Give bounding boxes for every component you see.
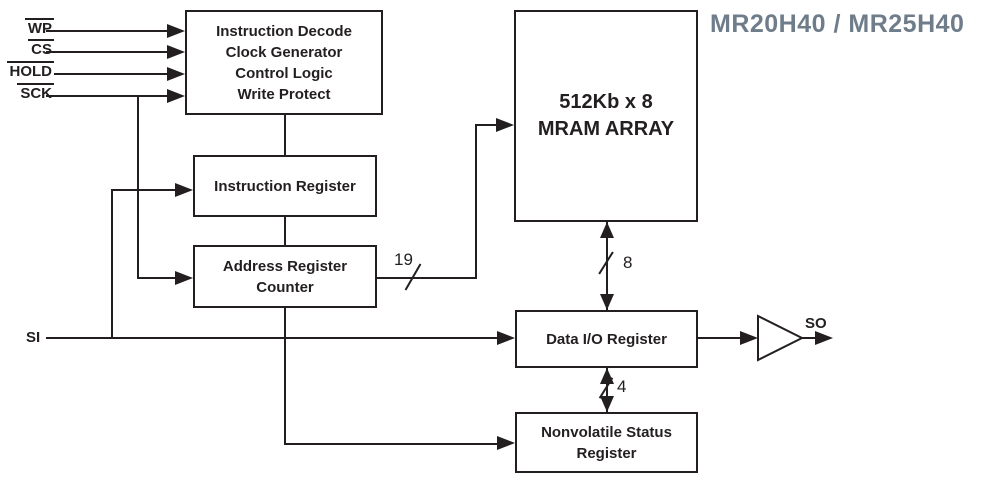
control-logic-line3: Control Logic bbox=[235, 64, 333, 82]
arrowhead-so bbox=[815, 331, 833, 345]
control-logic-line4: Write Protect bbox=[237, 85, 331, 103]
arrowhead-address-register bbox=[175, 271, 193, 285]
wire-sck bbox=[46, 95, 167, 97]
arrowhead-instruction-register bbox=[175, 183, 193, 197]
signal-label-cs: CS bbox=[0, 39, 54, 57]
arrowhead-wp bbox=[167, 24, 185, 38]
block-nonvolatile-status-register: Nonvolatile Status Register bbox=[515, 412, 698, 473]
address-register-line2: Counter bbox=[256, 278, 314, 296]
nv-status-register-line2: Register bbox=[576, 444, 637, 462]
nv-status-register-line1: Nonvolatile Status bbox=[541, 423, 672, 441]
arrowhead-status-bus-up bbox=[600, 368, 614, 384]
arrowhead-cs bbox=[167, 45, 185, 59]
wire-so bbox=[801, 337, 817, 339]
arrowhead-status-bus-down bbox=[600, 396, 614, 412]
instruction-register-label: Instruction Register bbox=[214, 177, 356, 195]
wire-address-bus-h1 bbox=[377, 277, 477, 279]
control-logic-line2: Clock Generator bbox=[225, 43, 343, 61]
bus-width-address: 19 bbox=[394, 250, 413, 269]
wire-control-to-instruction-register bbox=[284, 115, 286, 155]
page-title: MR20H40 / MR25H40 bbox=[710, 10, 965, 38]
mram-array-line1: 512Kb x 8 bbox=[559, 91, 653, 113]
wire-address-bus-vertical bbox=[475, 124, 477, 279]
signal-label-hold-text: HOLD bbox=[6, 61, 54, 79]
arrowhead-sck bbox=[167, 89, 185, 103]
block-mram-array: 512Kb x 8 MRAM ARRAY bbox=[514, 10, 698, 222]
wire-si bbox=[46, 337, 499, 339]
bus-width-data: 8 bbox=[623, 253, 633, 272]
signal-label-wp-text: WP bbox=[24, 18, 54, 36]
arrowhead-data-bus-down bbox=[600, 294, 614, 310]
signal-label-sck-text: SCK bbox=[17, 83, 54, 101]
wire-address-register-down bbox=[284, 308, 286, 445]
wire-si-to-instruction-register bbox=[111, 189, 177, 191]
address-register-line1: Address Register bbox=[222, 257, 348, 275]
wire-sck-branch-vertical bbox=[137, 95, 139, 279]
block-address-register-counter: Address Register Counter bbox=[193, 245, 377, 308]
bus-width-status: 4 bbox=[617, 377, 627, 396]
block-control-logic: Instruction Decode Clock Generator Contr… bbox=[185, 10, 383, 115]
wire-hold bbox=[54, 73, 167, 75]
arrowhead-hold bbox=[167, 67, 185, 81]
signal-label-sck: SCK bbox=[0, 83, 54, 101]
block-instruction-register: Instruction Register bbox=[193, 155, 377, 217]
arrowhead-mram-array bbox=[496, 118, 514, 132]
wire-cs bbox=[46, 51, 167, 53]
wire-sck-to-address-register bbox=[137, 277, 177, 279]
wire-address-bus-h2 bbox=[475, 124, 498, 126]
data-io-register-label: Data I/O Register bbox=[546, 330, 667, 348]
signal-label-wp: WP bbox=[0, 18, 54, 36]
wire-wp bbox=[46, 30, 167, 32]
wire-instruction-to-address-register bbox=[284, 217, 286, 245]
signal-label-cs-text: CS bbox=[28, 39, 54, 57]
mram-array-line2: MRAM ARRAY bbox=[537, 118, 675, 140]
arrowhead-data-bus-up bbox=[600, 222, 614, 238]
signal-label-so: SO bbox=[805, 315, 827, 332]
block-data-io-register: Data I/O Register bbox=[515, 310, 698, 368]
arrowhead-nv-status-register bbox=[497, 436, 515, 450]
wire-data-io-to-buffer bbox=[698, 337, 742, 339]
output-buffer-triangle bbox=[757, 314, 805, 362]
wire-data-bus bbox=[606, 222, 608, 310]
control-logic-line1: Instruction Decode bbox=[216, 22, 352, 40]
wire-to-nv-status-register bbox=[284, 443, 499, 445]
arrowhead-data-io-register bbox=[497, 331, 515, 345]
wire-si-branch-vertical bbox=[111, 189, 113, 339]
signal-label-si: SI bbox=[26, 329, 41, 346]
signal-label-hold: HOLD bbox=[0, 61, 54, 79]
wire-status-bus bbox=[606, 368, 608, 412]
arrowhead-output-buffer bbox=[740, 331, 758, 345]
